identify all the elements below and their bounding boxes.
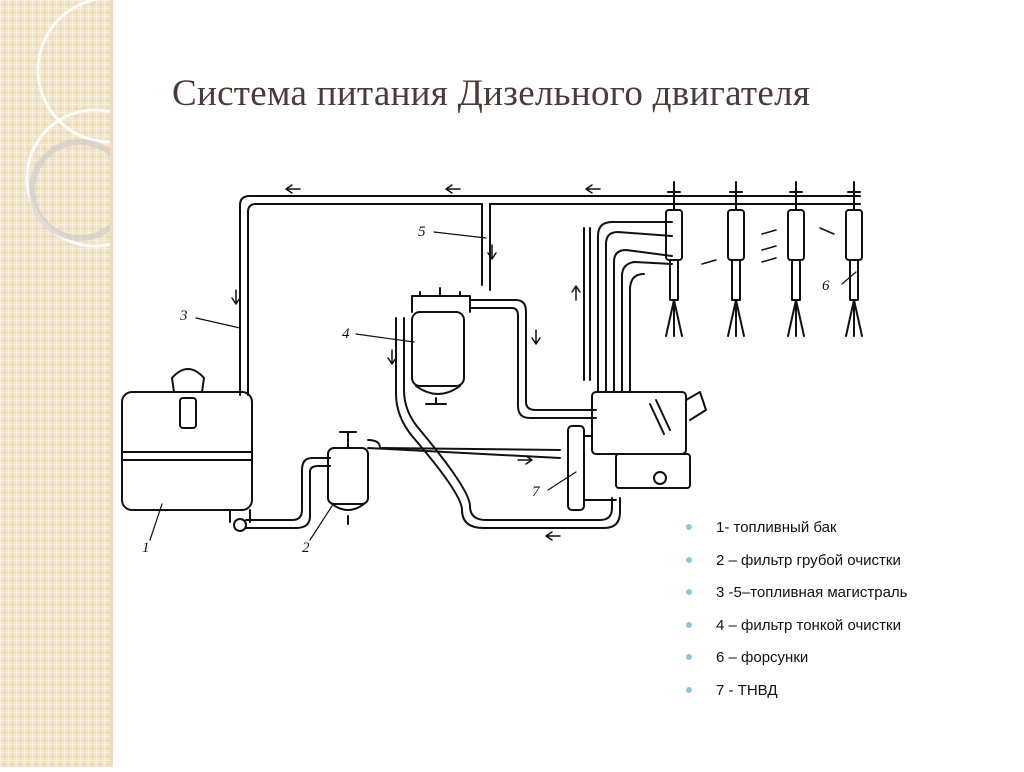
legend-item: 6 – форсунки [686,648,908,681]
bullet-icon [686,524,692,530]
bullet-icon [686,589,692,595]
label-2: 2 [302,540,310,556]
fine-filter [411,311,465,387]
injection-pump [591,391,687,455]
label-7: 7 [532,484,541,500]
legend-item-text: 4 – фильтр тонкой очистки [716,616,901,634]
coarse-filter [327,447,369,505]
label-1: 1 [142,540,150,556]
label-6: 6 [822,278,830,294]
label-5: 5 [418,224,426,240]
legend-item: 3 -5–топливная магистраль [686,583,908,616]
legend-item-text: 7 - ТНВД [716,681,778,699]
decorative-sidebar [0,0,184,767]
legend-list: 1- топливный бак 2 – фильтр грубой очист… [686,518,908,713]
legend-item-text: 1- топливный бак [716,519,837,536]
legend-item-text: 2 – фильтр грубой очистки [716,551,901,569]
legend-item-text: 3 -5–топливная магистраль [716,584,908,601]
legend-item-text: 6 – форсунки [716,649,809,666]
legend-item: 4 – фильтр тонкой очистки [686,616,908,649]
bullet-icon [686,556,692,563]
legend-item: 7 - ТНВД [686,681,908,714]
label-3: 3 [179,308,188,324]
legend-item: 1- топливный бак [686,518,908,551]
label-4: 4 [342,326,350,342]
bullet-icon [686,686,692,693]
legend-item: 2 – фильтр грубой очистки [686,551,908,584]
sidebar-edge [110,0,113,767]
bullet-icon [686,621,692,628]
bullet-icon [686,654,692,660]
injectors [665,181,863,337]
slide-title: Система питания Дизельного двигателя [172,73,811,114]
